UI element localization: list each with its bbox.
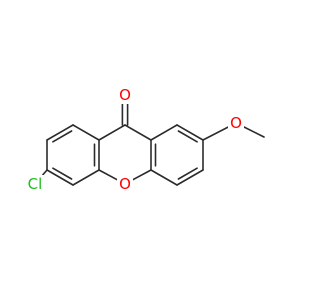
bond-c4a-o10: [132, 169, 152, 181]
bond-c5-c10a: [72, 169, 100, 186]
bond-ome-ch3: [243, 126, 265, 138]
bond-c6-c5: [46, 169, 74, 186]
bond-c8a-c8: [72, 124, 100, 141]
ring-oxygen-label: O: [119, 175, 131, 193]
ring-oxygen-mask: [117, 175, 133, 193]
bond-c1-c2: [176, 124, 204, 141]
bond-layer: [42, 103, 265, 186]
bond-c6-c5-inner: [52, 167, 73, 180]
carbonyl-oxygen-label: O: [119, 86, 131, 104]
bond-c9-c8a: [98, 124, 126, 141]
bond-c4-c4a: [150, 169, 178, 186]
bond-c1-c2-inner: [177, 130, 198, 143]
bond-c9-c9a: [124, 124, 152, 141]
chlorine-mask: [23, 175, 47, 193]
structure-canvas: O O O Cl: [23, 86, 265, 193]
chlorine-label: Cl: [28, 175, 43, 193]
bond-c3-c4-inner: [177, 167, 198, 180]
methoxy-oxygen-label: O: [230, 114, 242, 132]
molecule-drawing: O O O Cl: [23, 86, 265, 193]
methoxy-oxygen-mask: [228, 114, 244, 132]
bond-c8-c7: [46, 124, 74, 141]
bond-c6-cl: [42, 169, 48, 176]
bond-c9a-c1: [150, 124, 178, 141]
bond-c10a-o10: [98, 169, 118, 181]
bond-c2-ome: [202, 126, 229, 141]
carbonyl-oxygen-mask: [117, 86, 133, 104]
atom-label-layer: O O O Cl: [23, 86, 244, 193]
bond-c8-c7-inner: [52, 130, 73, 143]
bond-c3-c4: [176, 169, 204, 186]
